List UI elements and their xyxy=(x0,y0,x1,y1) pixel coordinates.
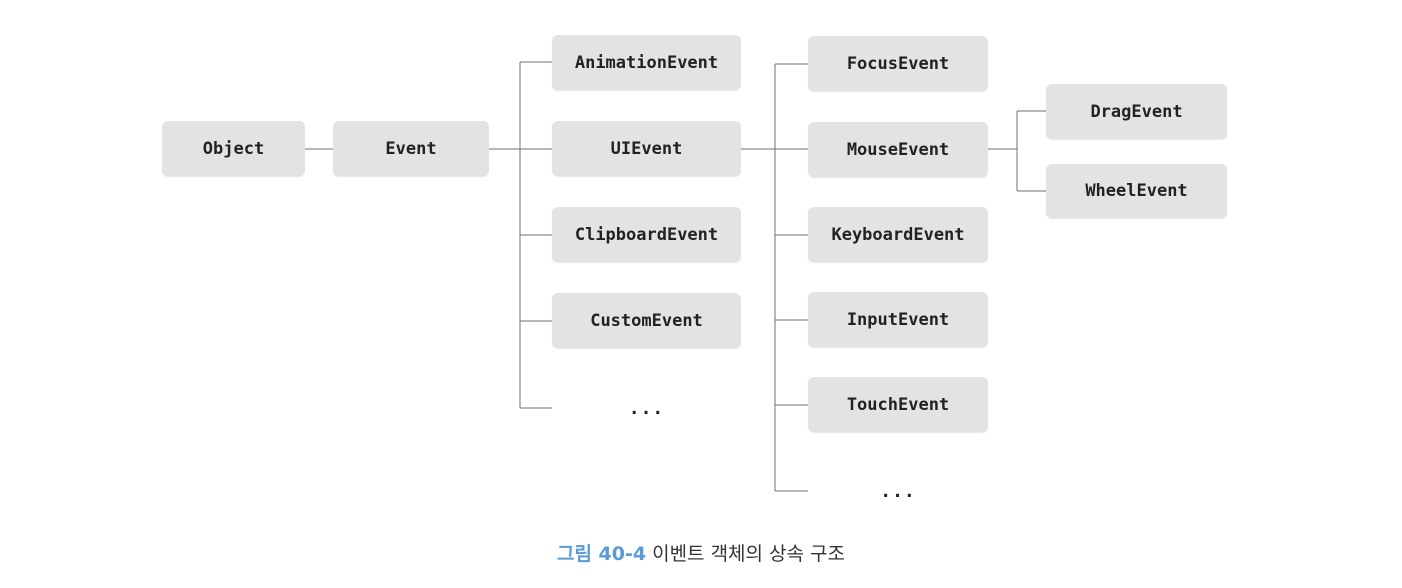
figure-label: 그림 40-4 xyxy=(556,543,647,565)
node-inputevent: InputEvent xyxy=(808,292,988,347)
node-object: Object xyxy=(162,121,305,176)
node-mouseevent: MouseEvent xyxy=(808,122,988,177)
node-event: Event xyxy=(333,121,489,176)
node-touchevent: TouchEvent xyxy=(808,377,988,432)
node-dragevent: DragEvent xyxy=(1046,84,1227,139)
figure-caption-text: 이벤트 객체의 상속 구조 xyxy=(652,543,846,565)
node-focusevent: FocusEvent xyxy=(808,36,988,91)
node-wheelevent: WheelEvent xyxy=(1046,164,1227,218)
node-keyboardevent: KeyboardEvent xyxy=(808,207,988,262)
node-clipboardevent: ClipboardEvent xyxy=(552,207,741,262)
node-uievent: UIEvent xyxy=(552,121,741,176)
node-uievent-more: ... xyxy=(880,481,916,502)
node-customevent: CustomEvent xyxy=(552,293,741,348)
node-animationevent: AnimationEvent xyxy=(552,35,741,90)
node-event-more: ... xyxy=(628,398,665,419)
